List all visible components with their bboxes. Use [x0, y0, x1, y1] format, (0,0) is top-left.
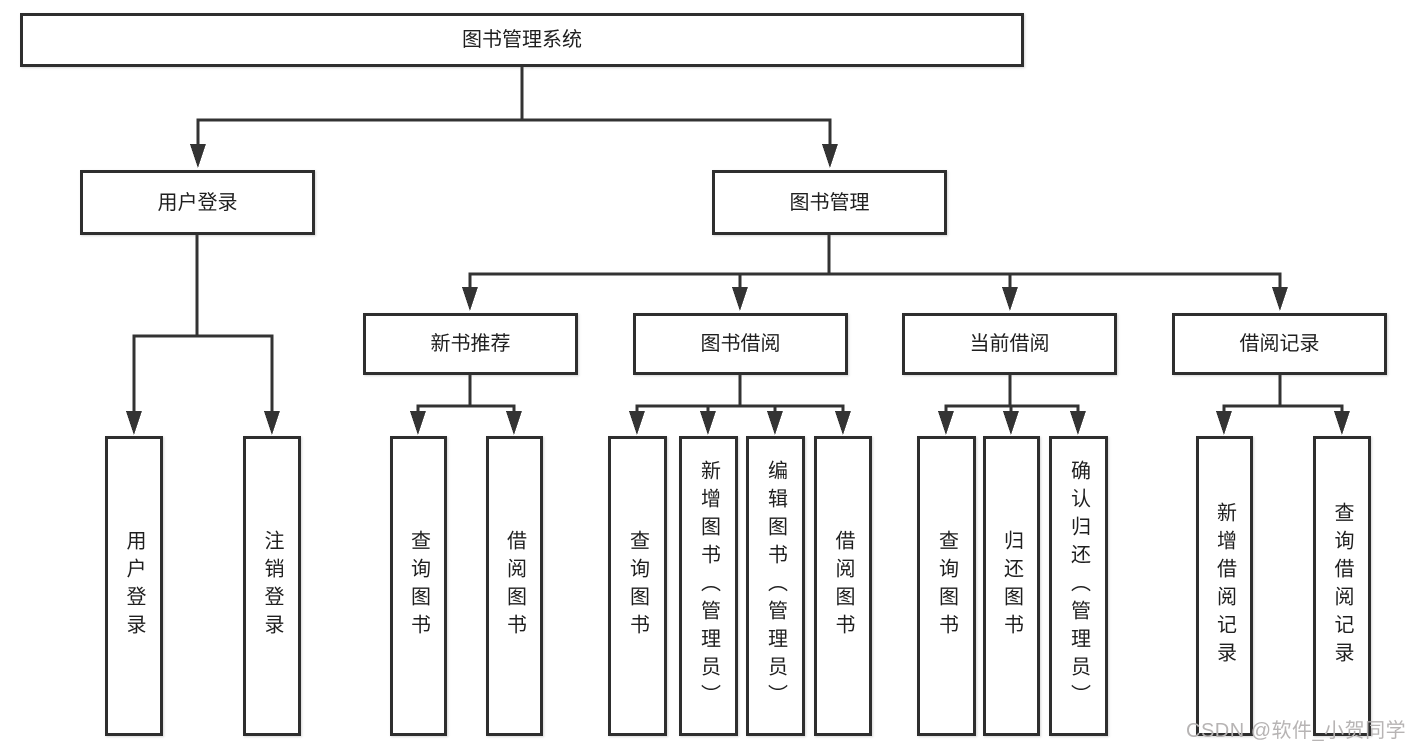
- node-current-borrow: 当前借阅: [902, 313, 1117, 375]
- arrow-down-icon: [190, 144, 206, 168]
- node-user-login: 用户登录: [80, 170, 315, 235]
- arrow-down-icon: [462, 287, 478, 311]
- connector-user-login-children: [126, 235, 280, 435]
- node-borrow-records: 借阅记录: [1172, 313, 1387, 375]
- node-br-add-record: 新增借阅记录: [1196, 436, 1253, 736]
- node-br-query-record: 查询借阅记录: [1313, 436, 1371, 736]
- node-cb-query-books: 查询图书: [917, 436, 976, 736]
- connector-borrow-records-children: [1216, 375, 1350, 435]
- arrow-down-icon: [410, 411, 426, 435]
- arrow-down-icon: [1334, 411, 1350, 435]
- connector-current-borrow-children: [938, 375, 1086, 435]
- arrow-down-icon: [700, 411, 716, 435]
- arrow-down-icon: [767, 411, 783, 435]
- arrow-down-icon: [732, 287, 748, 311]
- node-library-system: 图书管理系统: [20, 13, 1024, 67]
- node-bb-borrow-books: 借阅图书: [814, 436, 872, 736]
- arrow-down-icon: [1272, 287, 1288, 311]
- node-bb-add-books-admin: 新增图书（管理员）: [679, 436, 738, 736]
- watermark: CSDN @软件_小贺同学: [1186, 720, 1405, 742]
- node-nb-query-books: 查询图书: [390, 436, 447, 736]
- arrow-down-icon: [1216, 411, 1232, 435]
- node-nb-borrow-books: 借阅图书: [486, 436, 543, 736]
- connector-root-to-level2: [190, 67, 838, 168]
- arrow-down-icon: [1070, 411, 1086, 435]
- arrow-down-icon: [264, 411, 280, 435]
- connector-new-book-recommend-children: [410, 375, 522, 435]
- arrow-down-icon: [835, 411, 851, 435]
- node-logout: 注销登录: [243, 436, 301, 736]
- connector-book-management-children: [462, 235, 1288, 311]
- node-cb-confirm-return-admin: 确认归还（管理员）: [1049, 436, 1108, 736]
- arrow-down-icon: [126, 411, 142, 435]
- node-login: 用户登录: [105, 436, 163, 736]
- arrow-down-icon: [938, 411, 954, 435]
- node-bb-query-books: 查询图书: [608, 436, 667, 736]
- arrow-down-icon: [506, 411, 522, 435]
- arrow-down-icon: [822, 144, 838, 168]
- node-bb-edit-books-admin: 编辑图书（管理员）: [746, 436, 805, 736]
- arrow-down-icon: [1002, 287, 1018, 311]
- node-cb-return-books: 归还图书: [983, 436, 1040, 736]
- connector-book-borrow-children: [629, 375, 851, 435]
- arrow-down-icon: [1003, 411, 1019, 435]
- node-book-borrow: 图书借阅: [633, 313, 848, 375]
- node-new-book-recommend: 新书推荐: [363, 313, 578, 375]
- arrow-down-icon: [629, 411, 645, 435]
- node-book-management: 图书管理: [712, 170, 947, 235]
